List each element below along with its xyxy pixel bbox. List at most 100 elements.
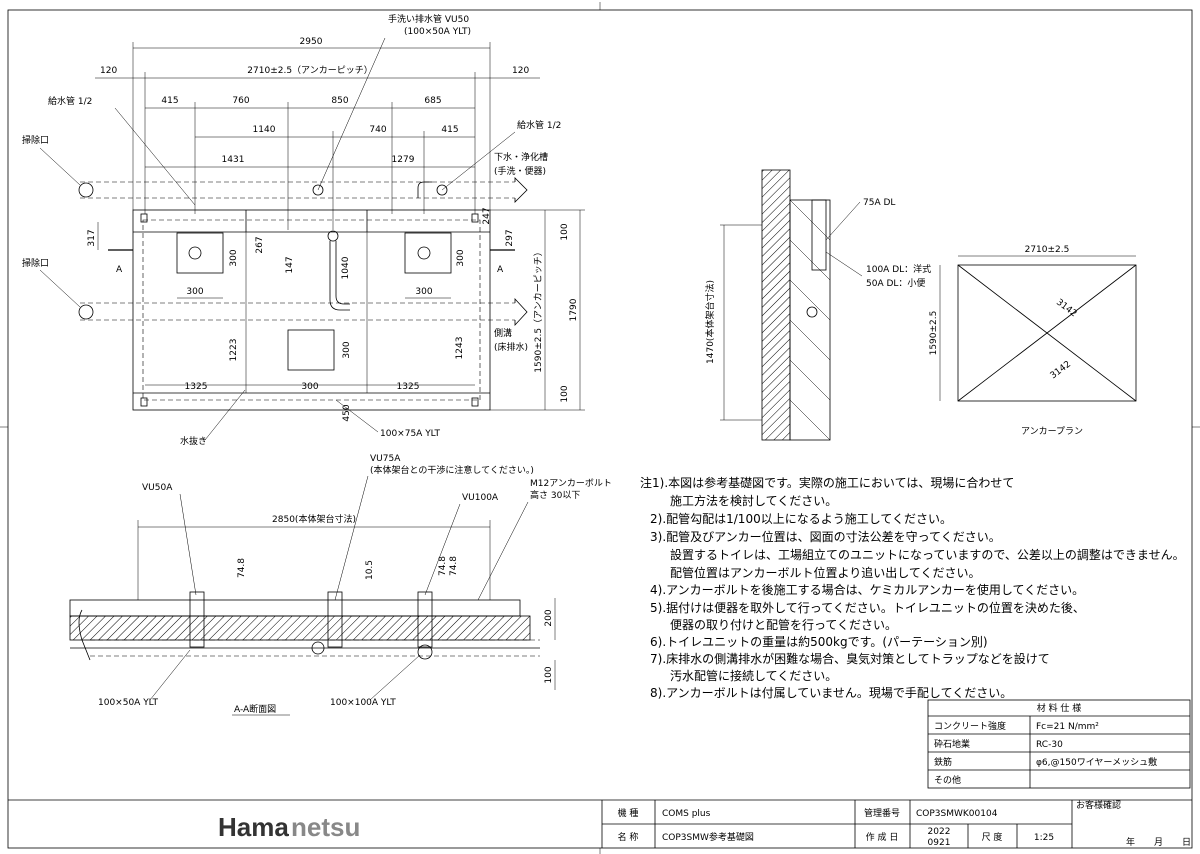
side-dl100: 100A DL：洋式	[866, 263, 931, 275]
anchor-height: 1590±2.5	[929, 311, 939, 356]
note-line: 配管位置はアンカーボルト位置より追い出してください。	[670, 565, 981, 580]
label-sewer-sub: (手洗・便器)	[494, 165, 546, 177]
dim-seg2: 760	[232, 96, 249, 106]
dim-1243: 1243	[455, 337, 465, 360]
dim-pitch-v: 1590±2.5（アンカーピッチ）	[533, 247, 544, 372]
section-d105: 10.5	[365, 560, 375, 580]
note-line: 設置するトイレは、工場組立てのユニットになっていますので、公差以上の調整はできま…	[670, 547, 1185, 562]
section-vu100: VU100A	[462, 493, 499, 503]
dim-seg7: 415	[441, 125, 458, 135]
anchor-diag2: 3142	[1049, 360, 1073, 382]
section-slab	[69, 615, 531, 641]
notes: 注1).本図は参考基礎図です。実際の施工においては、現場に合わせて 施工方法を検…	[640, 475, 1185, 700]
dim-w1325a: 1325	[185, 382, 208, 392]
plan-view: 2950 120 120 2710±2.5（アンカーピッチ） 415 760 8…	[22, 13, 585, 447]
section-vu50: VU50A	[142, 483, 173, 493]
note-line: 4).アンカーボルトを後施工する場合は、ケミカルアンカーを使用してください。	[650, 582, 1084, 597]
material-key: その他	[934, 774, 961, 786]
dim-edge-right: 120	[512, 66, 529, 76]
label-water-drain: 水抜き	[180, 435, 207, 447]
anchor-width: 2710±2.5	[1025, 245, 1070, 255]
note-line: 7).床排水の側溝排水が困難な場合、臭気対策としてトラップなどを設けて	[650, 651, 1050, 666]
dim-anchor-pitch: 2710±2.5（アンカーピッチ）	[247, 65, 372, 76]
side-view: 1470(本体架台寸法) 75A DL 100A DL：洋式 50A DL：小便	[704, 169, 931, 441]
section-d74c: 74.8	[449, 556, 459, 576]
day-label: 日	[1182, 837, 1191, 848]
label-cleanout-top: 掃除口	[22, 134, 49, 146]
dim-w1325b: 1325	[397, 382, 420, 392]
dim-100-top: 100	[560, 223, 570, 240]
section-mark-right: A	[497, 265, 504, 275]
section-slab-top	[69, 599, 521, 617]
dim-267: 267	[255, 236, 265, 253]
section-width: 2850(本体架台寸法)	[272, 513, 356, 525]
side-dl75: 75A DL	[863, 198, 895, 208]
anchor-bolts	[140, 213, 479, 407]
date-label: 作 成 日	[866, 831, 899, 843]
foundation-outline	[132, 209, 491, 411]
note-line: 注1).本図は参考基礎図です。実際の施工においては、現場に合わせて	[640, 475, 1014, 490]
name-label: 名 称	[618, 831, 639, 843]
dim-seg3: 850	[331, 96, 348, 106]
date-md: 0921	[928, 838, 951, 848]
section-ylt100: 100×100A YLT	[330, 698, 396, 708]
material-key: 鉄筋	[934, 756, 952, 768]
section-d74a: 74.8	[237, 558, 247, 578]
section-title: A-A断面図	[234, 703, 276, 715]
model-label: 機 種	[618, 807, 639, 819]
dim-100-bottom: 100	[560, 385, 570, 402]
section-mark-left: A	[116, 265, 123, 275]
dim-edge-left: 120	[100, 66, 117, 76]
dim-300-bottom: 300	[301, 382, 318, 392]
label-water-left: 給水管 1/2	[48, 95, 92, 107]
anchor-diag1: 3142	[1054, 298, 1078, 320]
anchor-plan-title: アンカープラン	[1021, 426, 1083, 437]
dim-seg6: 740	[369, 125, 386, 135]
material-val: φ6,@150ワイヤーメッシュ敷	[1036, 756, 1157, 768]
section-vu75: VU75A	[370, 454, 401, 464]
dim-seg8: 1431	[222, 155, 245, 165]
dim-1790: 1790	[569, 298, 579, 321]
material-key: 砕石地業	[934, 738, 970, 750]
label-ylt-75: 100×75A YLT	[380, 429, 440, 439]
label-cleanout-bottom: 掃除口	[22, 257, 49, 269]
dim-seg5: 1140	[253, 125, 276, 135]
label-drain-vu50-sub: (100×50A YLT)	[404, 27, 471, 37]
dim-seg1: 415	[161, 96, 178, 106]
dim-w300a: 300	[186, 287, 203, 297]
material-key: コンクリート強度	[934, 720, 1006, 732]
name-value: COP3SMW参考基礎図	[662, 831, 754, 843]
section-m12-sub: 高さ 30以下	[530, 489, 580, 501]
section-vu75-note: (本体架台との干渉に注意してください。)	[370, 464, 534, 476]
dim-seg9: 1279	[392, 155, 415, 165]
mgmt-label: 管理番号	[864, 807, 900, 819]
material-val: RC-30	[1036, 740, 1063, 750]
label-gutter: 側溝	[494, 327, 512, 339]
dim-247: 247	[482, 207, 492, 224]
scale-label: 尺 度	[982, 831, 1003, 843]
pit-center	[287, 329, 335, 371]
section-h200: 200	[544, 609, 554, 626]
dim-w300c: 300	[415, 287, 432, 297]
dim-overall: 2950	[300, 37, 323, 47]
dim-1040: 1040	[341, 256, 351, 279]
mgmt-value: COP3SMWK00104	[916, 809, 998, 819]
note-line: 2).配管勾配は1/100以上になるよう施工してください。	[650, 511, 952, 526]
anchor-plan: 2710±2.5 1590±2.5 3142 3142 アンカープラン	[929, 245, 1137, 437]
dim-1223: 1223	[229, 339, 239, 362]
side-dl50: 50A DL：小便	[866, 277, 925, 289]
pit-right	[404, 232, 452, 274]
section-d74b: 74.8	[438, 556, 448, 576]
cleanout-top-symbol	[78, 182, 94, 198]
model-value: COMS plus	[662, 809, 711, 819]
label-sewer: 下水・浄化槽	[494, 151, 548, 163]
confirm-label: お客様確認	[1076, 799, 1121, 811]
label-drain-vu50: 手洗い排水管 VU50	[388, 13, 469, 25]
note-line: 施工方法を検討してください。	[670, 493, 837, 508]
dim-300b: 300	[456, 249, 466, 266]
note-line: 汚水配管に接続してください。	[670, 668, 837, 683]
label-water-right: 給水管 1/2	[517, 119, 561, 131]
note-line: 6).トイレユニットの重量は約500kgです。(パーテーション別)	[650, 634, 988, 649]
company-logo-b: netsu	[291, 812, 360, 842]
dim-317: 317	[87, 229, 97, 246]
